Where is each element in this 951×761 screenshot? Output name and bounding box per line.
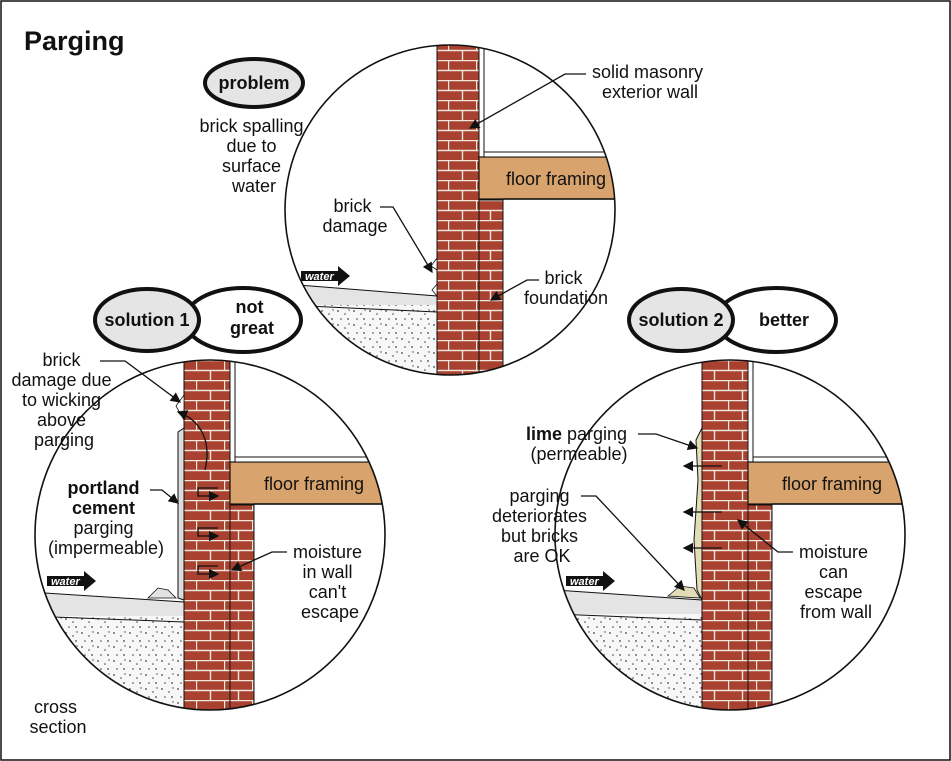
- solution1-cross-section: water solution 1 not great brick damage …: [11, 286, 386, 711]
- moisture-arrow-icon: [197, 487, 220, 502]
- portland-cement-parging: [177, 427, 185, 601]
- deteriorates-label: parging deteriorates but bricks are OK: [492, 486, 592, 566]
- lime-parging: [693, 427, 703, 601]
- problem-tag-label: problem: [218, 73, 289, 93]
- water-arrow-icon: water: [566, 571, 615, 591]
- svg-text:water: water: [305, 271, 334, 283]
- foundation-brick: [478, 199, 504, 375]
- solution2-tag-label: solution 2: [639, 310, 724, 330]
- wall-label: solid masonry exterior wall: [592, 62, 708, 102]
- brick-wall: [183, 360, 231, 710]
- svg-text:water: water: [51, 576, 80, 588]
- solution1-tag-label: solution 1: [105, 310, 190, 330]
- problem-caption: brick spalling due to surface water: [199, 116, 308, 196]
- floor-framing-beam: [478, 156, 615, 200]
- floor-framing-label: floor framing: [264, 474, 364, 494]
- moisture-arrow-icon: [197, 527, 220, 542]
- floor-framing-beam: [229, 461, 385, 505]
- water-arrow-icon: water: [47, 571, 96, 591]
- brick-wall: [436, 45, 480, 375]
- verdict-label: better: [759, 310, 809, 330]
- brick-foundation-label: brick foundation: [524, 268, 608, 308]
- problem-circle-outline: [284, 44, 616, 376]
- problem-tag: [203, 57, 305, 109]
- moisture-label: moisture can escape from wall: [799, 542, 873, 622]
- solution2-circle-outline: [554, 359, 906, 711]
- foundation-brick: [229, 504, 255, 710]
- verdict-label: not great: [230, 297, 274, 338]
- moisture-label: moisture in wall can't escape: [293, 542, 367, 622]
- brick-wall: [701, 360, 749, 710]
- page-title: Parging: [24, 26, 125, 56]
- brick-damage-label: brick damage: [322, 196, 387, 236]
- cross-section-label: cross section: [29, 697, 86, 737]
- floor-framing-label: floor framing: [782, 474, 882, 494]
- water-arrow-icon: water: [301, 266, 350, 286]
- foundation-brick: [747, 504, 773, 710]
- floor-framing-label: floor framing: [506, 169, 606, 189]
- parging-label: portland cement parging (impermeable): [48, 478, 164, 558]
- solution2-tag: [627, 287, 735, 353]
- wicking-arrow-icon: [176, 410, 208, 471]
- moisture-arrow-icon: [197, 565, 220, 580]
- solution1-tag: [93, 287, 201, 353]
- problem-cross-section: water problem brick spalling due to surf…: [199, 44, 708, 376]
- lime-parging-label: lime parging (permeable): [526, 424, 632, 464]
- solution1-circle-outline: [34, 359, 386, 711]
- svg-text:water: water: [570, 576, 599, 588]
- brick-damage-label: brick damage due to wicking above pargin…: [11, 350, 116, 450]
- floor-framing-beam: [747, 461, 905, 505]
